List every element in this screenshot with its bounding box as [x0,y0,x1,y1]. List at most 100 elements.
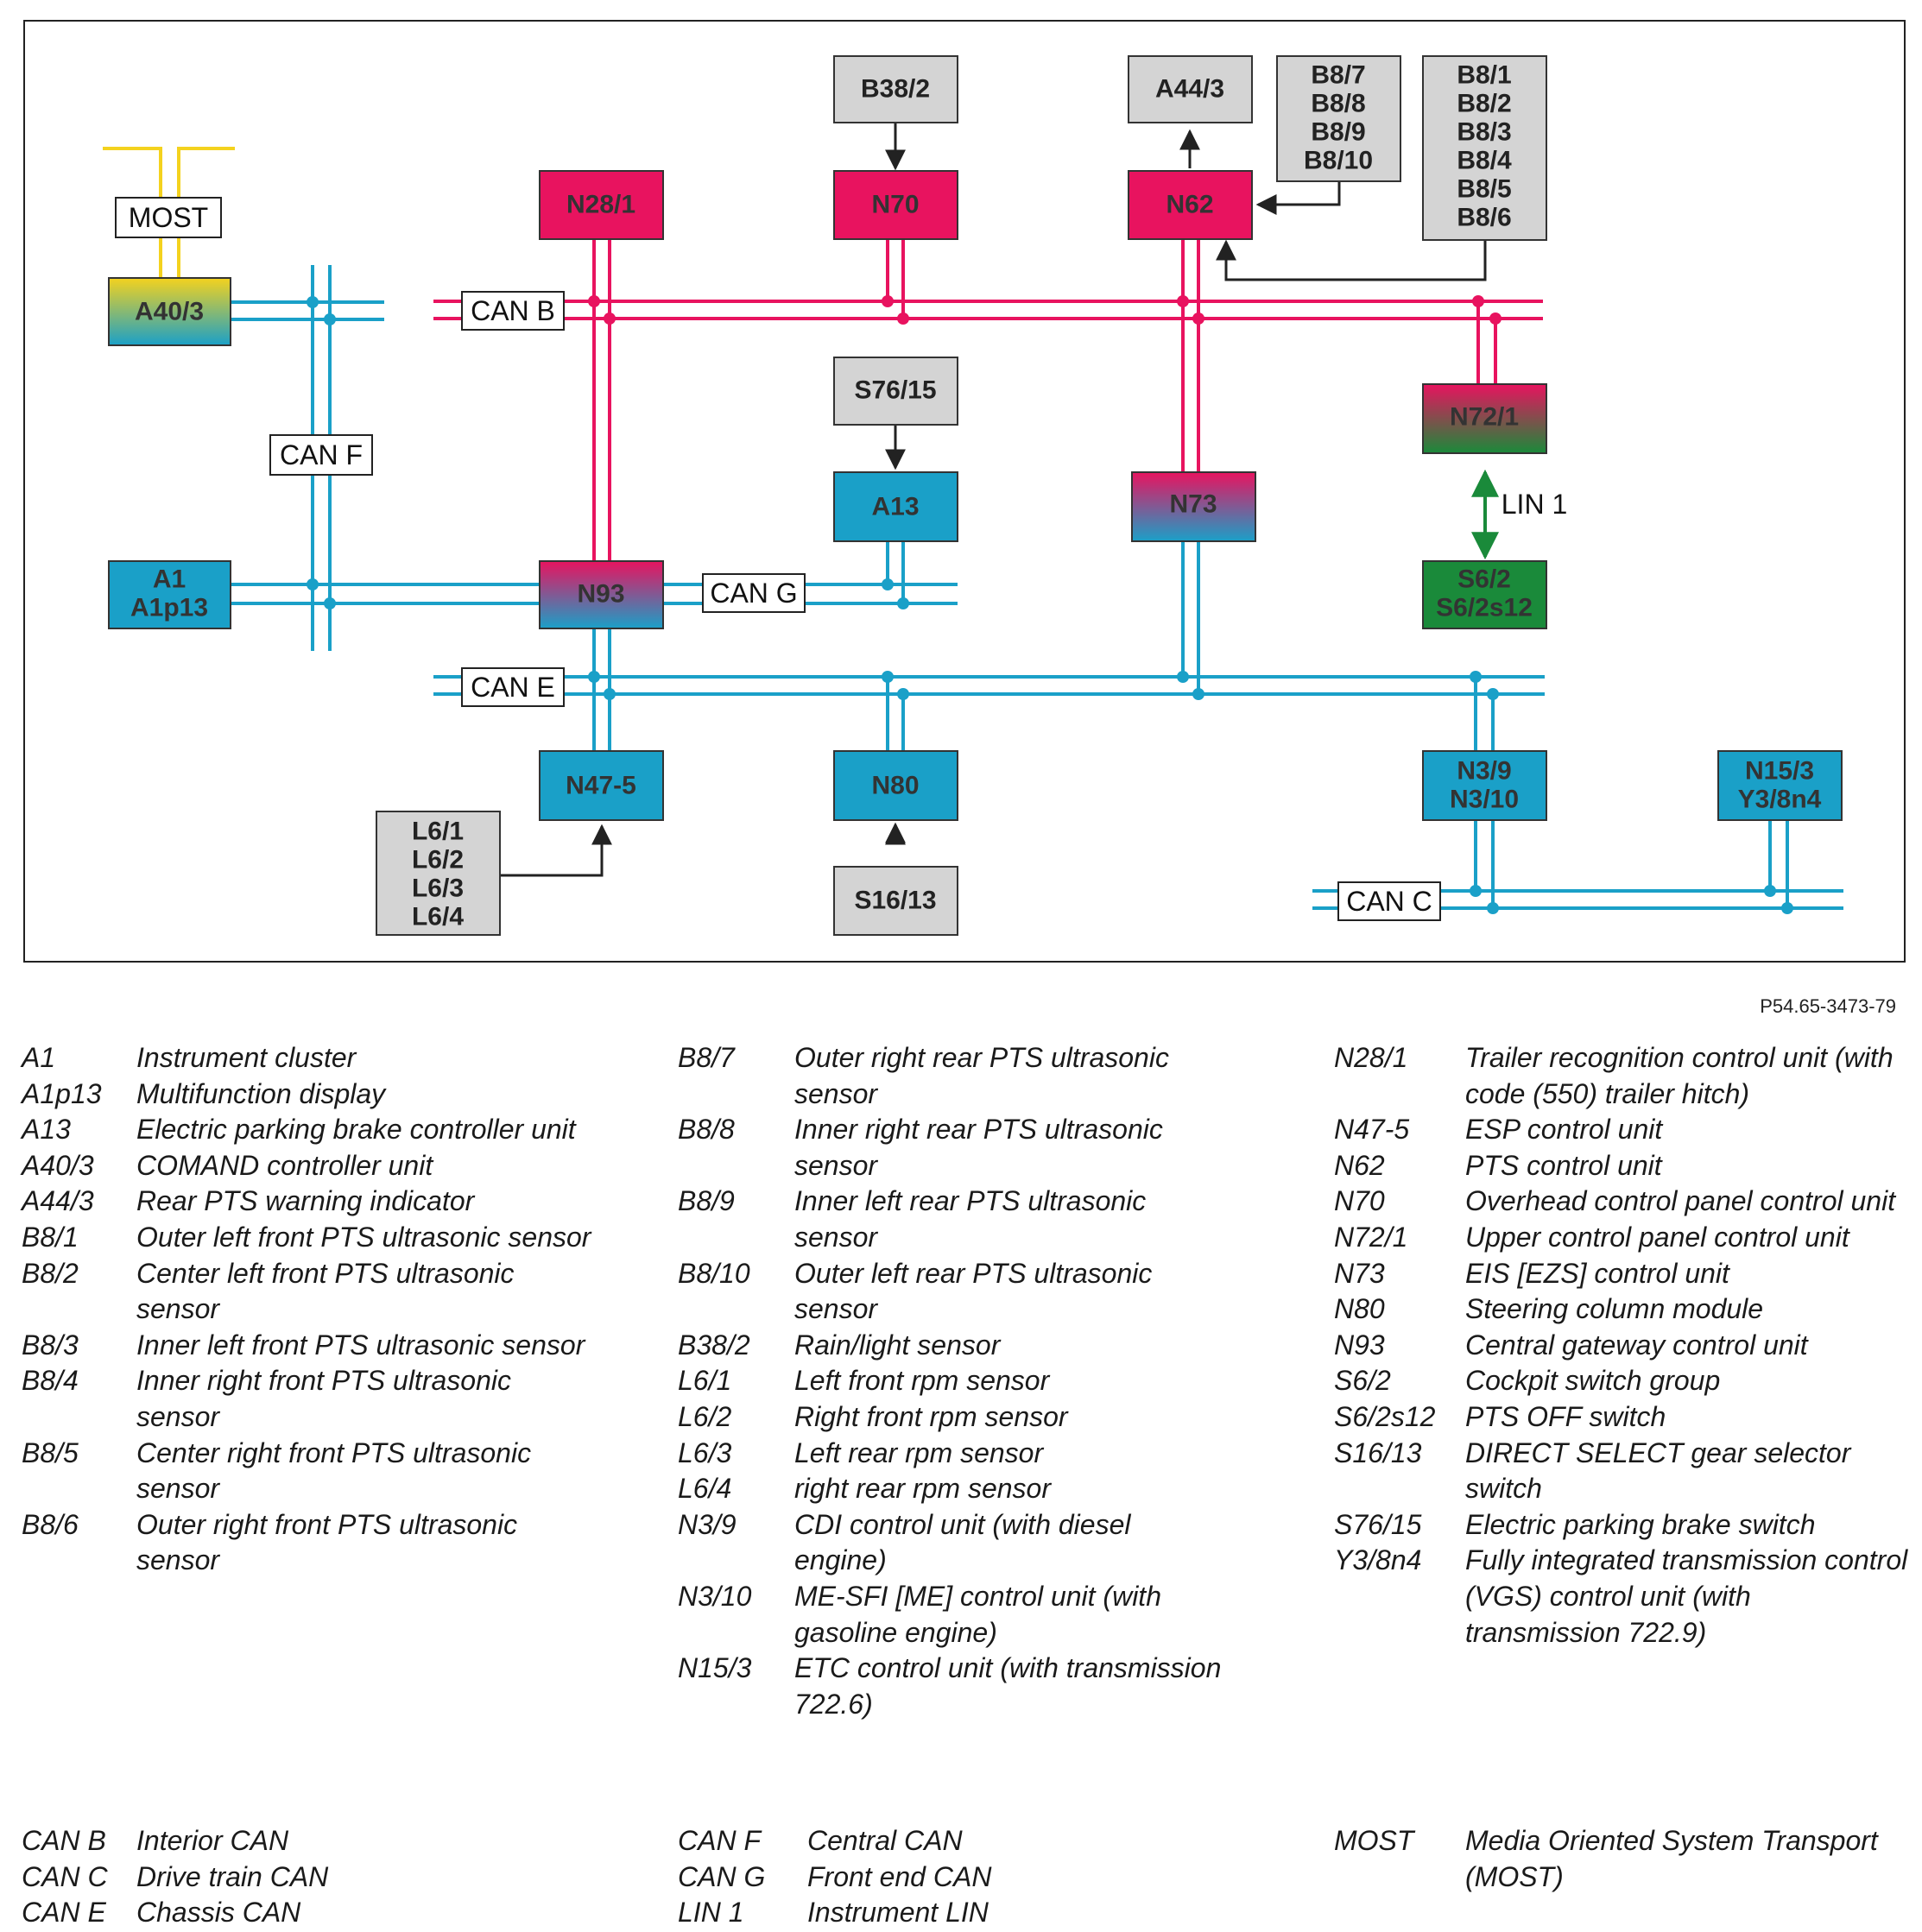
legend-description: right rear rpm sensor [794,1473,1051,1505]
legend-description: Outer left rear PTS ultrasonic sensor [794,1257,1153,1325]
svg-text:B8/5: B8/5 [1457,175,1511,204]
legend-code: CAN E [22,1897,106,1929]
legend-code: S6/2s12 [1334,1400,1436,1432]
node-a13: A13 [833,471,958,542]
legend-entry: MOST Media Oriented System Transport (MOS… [1334,1823,1913,1895]
legend-code: B8/3 [22,1329,79,1361]
legend-description: PTS OFF switch [1465,1400,1666,1432]
legend-entry: S6/2s12 PTS OFF switch [1334,1399,1913,1436]
svg-text:Y3/8n4: Y3/8n4 [1738,786,1822,814]
legend-code: A1p13 [22,1077,102,1109]
legend-code: S16/13 [1334,1436,1422,1468]
legend-code: B8/8 [678,1114,735,1146]
legend-description: Chassis CAN [136,1897,301,1929]
legend-code: B8/6 [22,1508,79,1540]
legend-code: A44/3 [22,1185,94,1217]
svg-text:B8/7: B8/7 [1311,61,1365,90]
legend-code: CAN C [22,1860,108,1892]
svg-text:A13: A13 [871,493,919,521]
legend-code: N80 [1334,1293,1385,1325]
svg-text:CAN F: CAN F [280,439,363,470]
figure-id: P54.65-3473-79 [1760,995,1896,1017]
legend-code: CAN G [678,1860,766,1892]
node-s6-2: S6/2 S6/2s12 [1422,560,1547,629]
svg-text:L6/4: L6/4 [412,903,464,931]
can-e-bus [433,541,1545,751]
legend-code: B38/2 [678,1329,750,1361]
svg-text:N80: N80 [871,772,919,800]
svg-text:CAN G: CAN G [710,578,797,609]
svg-text:N73: N73 [1169,490,1217,519]
node-a40-3: A40/3 [108,277,231,346]
legend-description: Outer right front PTS ultrasonic sensor [136,1508,518,1576]
legend-code: N28/1 [1334,1042,1408,1073]
legend-entry: B8/6 Outer right front PTS ultrasonic sen… [22,1507,591,1579]
node-l6-sensors: L6/1 L6/2 L6/3 L6/4 [376,811,501,936]
svg-text:N70: N70 [871,191,919,219]
node-s76-15: S76/15 [833,357,958,426]
legend-description: Inner right rear PTS ultrasonic sensor [794,1114,1163,1181]
node-n70: N70 [833,170,958,240]
svg-text:N28/1: N28/1 [566,191,635,219]
svg-text:N3/10: N3/10 [1450,786,1519,814]
node-n93: N93 [539,560,664,629]
legend-column-2: B8/7 Outer right rear PTS ultrasonic sens… [678,1040,1230,1722]
legend-description: Central CAN [807,1825,963,1856]
legend-entry: N93 Central gateway control unit [1334,1328,1913,1364]
legend-code: B8/7 [678,1042,735,1073]
node-s16-13: S16/13 [833,866,958,936]
legend-code: N72/1 [1334,1221,1408,1253]
legend-description: Interior CAN [136,1825,289,1856]
legend-description: Electric parking brake switch [1465,1508,1816,1540]
legend-code: N73 [1334,1257,1385,1289]
svg-text:B8/1: B8/1 [1457,61,1511,90]
legend-code: MOST [1334,1825,1414,1856]
legend-code: B8/2 [22,1257,79,1289]
svg-text:B8/6: B8/6 [1457,204,1511,232]
node-n28-1: N28/1 [539,170,664,240]
legend-description: Center left front PTS ultrasonic sensor [136,1257,515,1325]
legend-description: Media Oriented System Transport (MOST) [1465,1825,1878,1892]
legend-description: Central gateway control unit [1465,1329,1808,1361]
svg-text:N72/1: N72/1 [1450,403,1519,432]
svg-text:A1: A1 [153,565,186,594]
svg-text:CAN C: CAN C [1346,886,1432,917]
legend-description: Inner left rear PTS ultrasonic sensor [794,1185,1147,1253]
svg-text:N62: N62 [1166,191,1213,219]
legend-code: A40/3 [22,1149,94,1181]
legend-description: Outer right rear PTS ultrasonic sensor [794,1042,1169,1109]
bus-legend-column-3: MOST Media Oriented System Transport (MOS… [1334,1823,1913,1895]
legend-description: Cockpit switch group [1465,1365,1721,1397]
legend-code: A1 [22,1042,56,1073]
legend-description: Trailer recognition control unit (with c… [1465,1042,1894,1109]
legend-code: A13 [22,1114,71,1146]
legend-column-3: N28/1 Trailer recognition control unit (w… [1334,1040,1913,1651]
svg-text:CAN B: CAN B [471,295,555,326]
legend-description: Front end CAN [807,1860,992,1892]
legend-code: L6/3 [678,1436,732,1468]
bus-label-can-b: CAN B [461,291,565,331]
svg-text:S6/2s12: S6/2s12 [1436,594,1533,622]
svg-text:B8/8: B8/8 [1311,90,1365,118]
legend-entry: CAN E Chassis CAN [22,1895,591,1931]
svg-text:B8/9: B8/9 [1311,118,1365,147]
legend-code: L6/4 [678,1473,732,1505]
legend-code: N15/3 [678,1652,752,1684]
svg-text:B8/10: B8/10 [1304,147,1373,175]
legend-code: N93 [1334,1329,1385,1361]
bus-label-most: MOST [115,197,222,238]
